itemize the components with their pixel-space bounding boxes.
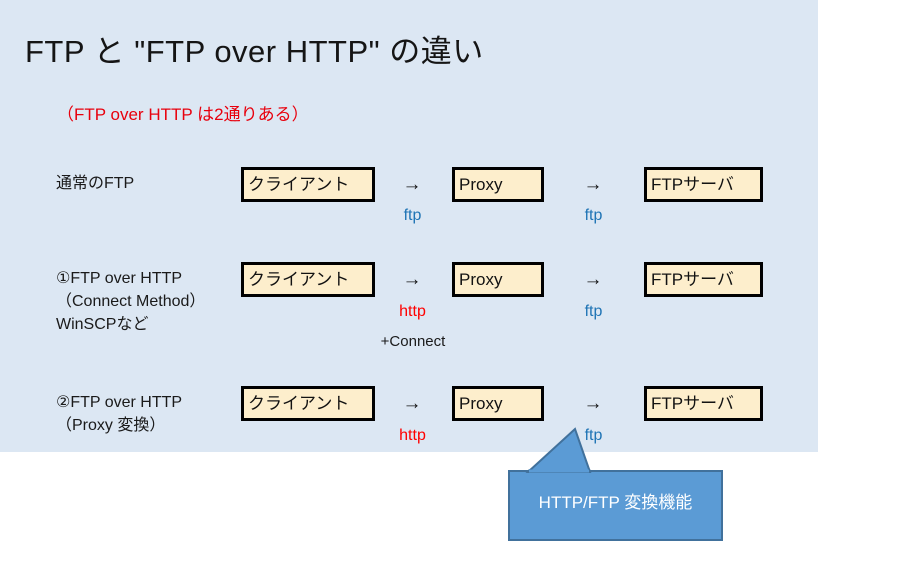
node-label: クライアント [248,393,350,413]
row-label-line: 通常のFTP [56,175,135,192]
slide-background-panel [0,0,818,452]
node-box-client-row2[interactable]: クライアント [241,262,375,297]
row-label-line: WinSCPなど [56,316,149,333]
arrow-right-row1-link1: → [402,174,422,195]
protocol-label-row1-link1: ftp [403,207,422,224]
row-label-line: ②FTP over HTTP [56,394,183,411]
callout-shape-icon [508,427,723,541]
arrow-right-row2-link2: → [583,269,603,290]
node-box-ftp-server-row2[interactable]: FTPサーバ [644,262,763,297]
arrow-right-row3-link2: → [583,393,603,414]
node-box-proxy-row2[interactable]: Proxy [452,262,544,297]
node-box-proxy-row3[interactable]: Proxy [452,386,544,421]
page-title: FTP と "FTP over HTTP" の違い [25,34,484,69]
protocol-label-row3-link2: ftp [584,427,603,444]
arrow-right-row3-link1: → [402,393,422,414]
row-label-ftp-over-http-proxy: ②FTP over HTTP （Proxy 変換） [56,391,182,437]
arrow-right-row1-link2: → [583,174,603,195]
node-box-client-row1[interactable]: クライアント [241,167,375,202]
node-label: FTPサーバ [651,269,734,289]
row-label-normal-ftp: 通常のFTP [56,172,134,195]
row-label-line: （Connect Method） [56,293,206,310]
node-box-proxy-row1[interactable]: Proxy [452,167,544,202]
protocol-label-row3-link1: http [399,427,426,444]
node-label: クライアント [248,269,350,289]
protocol-extra-row2-link1: +Connect [380,333,446,350]
row-label-line: ①FTP over HTTP [56,270,183,287]
callout-balloon[interactable]: HTTP/FTP 変換機能 [480,420,740,550]
node-box-ftp-server-row3[interactable]: FTPサーバ [644,386,763,421]
node-label: FTPサーバ [651,393,734,413]
slide-subtitle: （FTP over HTTP は2通りある） [57,105,309,124]
node-label: FTPサーバ [651,174,734,194]
node-label: Proxy [459,269,503,289]
protocol-label-row2-link1: http [399,303,426,320]
arrow-right-row2-link1: → [402,269,422,290]
node-label: Proxy [459,393,503,413]
protocol-label-row1-link2: ftp [584,207,603,224]
protocol-label-row2-link2: ftp [584,303,603,320]
node-box-client-row3[interactable]: クライアント [241,386,375,421]
callout-label: HTTP/FTP 変換機能 [538,493,693,512]
node-box-ftp-server-row1[interactable]: FTPサーバ [644,167,763,202]
row-label-line: （Proxy 変換） [56,417,166,434]
node-label: Proxy [459,174,503,194]
row-label-ftp-over-http-connect: ①FTP over HTTP （Connect Method） WinSCPなど [56,267,205,336]
node-label: クライアント [248,174,350,194]
